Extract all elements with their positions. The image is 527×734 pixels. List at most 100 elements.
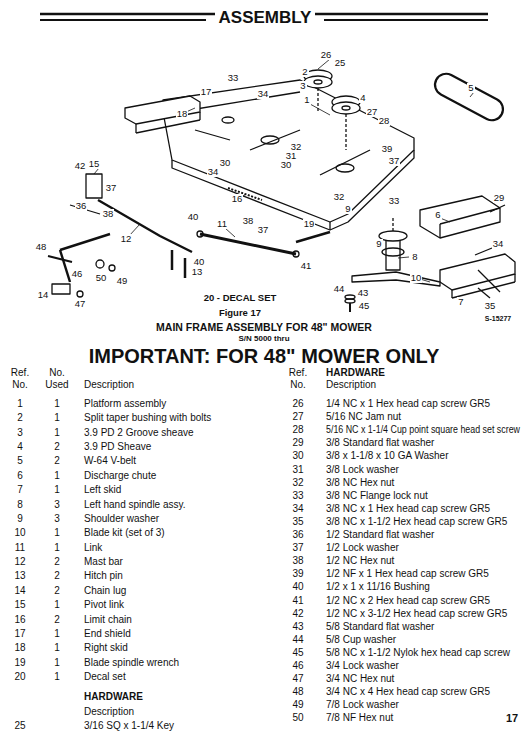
quantity: 3 [54,514,60,524]
hardware-description: 1/2 NF x 1 Hex head cap screw GR5 [326,569,489,579]
quantity: 2 [54,456,60,466]
callout-number: 16 [231,194,244,204]
callout-number: 39 [381,144,394,154]
quantity: 1 [54,399,60,409]
hardware-description: 5/8 Cup washer [326,635,396,645]
hardware-description: 3/8 NC x 1 Hex head cap screw GR5 [326,504,490,514]
hardware-description: 3/8 NC x 1-1/2 Hex head cap screw GR5 [326,517,507,527]
hardware-description: 3/8 x 1-1/8 x 10 GA Washer [326,451,448,461]
quantity: 1 [54,658,60,668]
callout-number: 43 [357,288,370,298]
ref-number: 43 [292,622,303,632]
part-description: Hitch pin [84,571,123,581]
callout-number: 5 [467,83,474,93]
ref-number: 27 [292,412,303,422]
callout-number: 30 [280,160,293,170]
quantity: 1 [54,543,60,553]
quantity: 2 [54,571,60,581]
callout-number: 13 [191,267,204,277]
column-header: Used [45,380,68,390]
ref-number: 10 [14,528,25,538]
callout-number: 41 [300,261,313,271]
callout-number: 33 [227,73,240,83]
callout-number: 30 [219,158,232,168]
ref-number: 4 [17,442,23,452]
quantity: 1 [54,413,60,423]
callout-number: 17 [200,87,213,97]
drawing-code: S-15277 [485,315,511,322]
callout-number: 10 [410,273,423,283]
part-description: Discharge chute [84,471,156,481]
callout-number: 7 [457,297,464,307]
callout-number: 38 [102,209,115,219]
ref-number: 34 [292,504,303,514]
hardware-description: 5/8 Standard flat washer [326,622,434,632]
callout-number: 15 [88,159,101,169]
hardware-description: 3/4 NC x 4 Hex head cap screw GR5 [326,687,490,697]
ref-number: 45 [292,648,303,658]
part-description: Pivot link [84,600,124,610]
column-header: No. [290,380,306,390]
column-header: Description [326,380,376,390]
quantity: 1 [54,643,60,653]
callout-number: 4 [359,93,366,103]
part-description: Split taper bushing with bolts [84,413,211,423]
ref-number: 42 [292,609,303,619]
ref-number: 16 [14,615,25,625]
ref-number: 41 [292,596,303,606]
callout-number: 8 [411,252,418,262]
hardware-description: 1/4 NC x 1 Hex head cap screw GR5 [326,399,490,409]
quantity: 1 [54,629,60,639]
ref-number: 40 [292,582,303,592]
callout-number: 38 [242,216,255,226]
callout-number: 34 [207,167,220,177]
part-description: 3.9 PD Sheave [84,442,151,452]
hardware-description: 3/8 NC Hex nut [326,478,394,488]
part-description: W-64 V-belt [84,456,136,466]
callout-number: 19 [303,219,316,229]
callout-number: 29 [493,193,506,203]
column-header: Description [84,380,134,390]
part-description: Link [84,543,102,553]
part-description: Limit chain [84,615,132,625]
quantity: 1 [54,485,60,495]
part-description: Left hand spindle assy. [84,500,186,510]
ref-number: 38 [292,556,303,566]
ref-number: 50 [292,713,303,723]
part-description: End shield [84,629,131,639]
quantity: 3 [54,500,60,510]
callout-number: 33 [388,196,401,206]
ref-number: 6 [17,471,23,481]
callout-number: 2 [301,67,308,77]
ref-number: 28 [292,425,303,435]
part-description: Blade kit (set of 3) [84,528,165,538]
hardware-description: 1/2 Lock washer [326,543,399,553]
callout-number: 9 [344,204,351,214]
ref-number: 39 [292,569,303,579]
part-description: Mast bar [84,557,123,567]
callout-number: 37 [105,183,118,193]
column-header: No. [12,380,28,390]
hardware-description: 5/16 NC Jam nut [326,412,401,422]
callout-number: 12 [120,234,133,244]
column-header: Ref. [289,368,307,378]
important-note: IMPORTANT: FOR 48" MOWER ONLY [89,346,440,366]
ref-number: 47 [292,674,303,684]
page-title: ASSEMBLY [215,9,316,26]
column-header: HARDWARE [326,368,385,378]
callout-number: 26 [320,50,333,60]
ref-number: 32 [292,478,303,488]
part-description: Right skid [84,643,128,653]
ref-number: 20 [14,672,25,682]
callout-number: 34 [492,239,505,249]
hardware-description: 3/8 NC Flange lock nut [326,491,428,501]
quantity: 2 [54,557,60,567]
part-description: Blade spindle wrench [84,658,179,668]
part-description: 3/16 SQ x 1-1/4 Key [84,721,174,731]
hardware-description: 3/8 Lock washer [326,465,399,475]
callout-number: 34 [257,89,270,99]
ref-number: 36 [292,530,303,540]
ref-number: 12 [14,557,25,567]
callout-number: 35 [484,301,497,311]
callout-number: 45 [358,301,371,311]
